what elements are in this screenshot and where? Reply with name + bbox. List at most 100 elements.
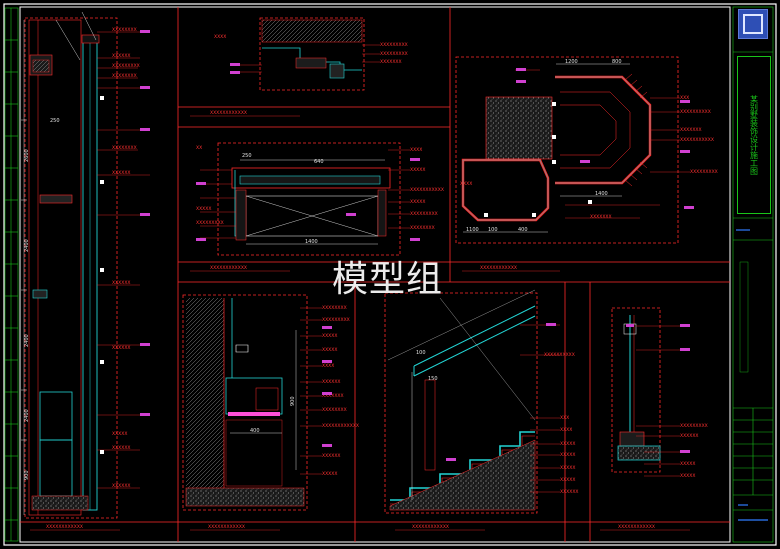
svg-text:XXXXXXXX: XXXXXXXX [322,407,347,413]
dim-plan-3: 1400 [305,239,318,245]
firm-logo [738,9,768,39]
dim-left-6: 900 [24,470,30,480]
outer-frame [3,3,777,546]
svg-text:XXXXXX: XXXXXX [322,453,341,459]
svg-text:XXXXX: XXXXX [410,167,425,173]
svg-text:XXXXXX: XXXXXX [112,445,131,451]
svg-text:XXXXX: XXXXX [560,452,575,458]
svg-text:XXXXXX: XXXXXX [112,345,131,351]
svg-text:XX: XX [196,145,202,151]
svg-text:XXXXXXXX: XXXXXXXX [410,225,435,231]
dim-st-2: 150 [428,376,438,382]
svg-text:XXXXX: XXXXX [560,477,575,483]
logo-mark [743,14,763,34]
center-plan: 250 640 1400 XXXXXXXXX XXXXXXXXXXXXXXXX … [196,142,444,256]
svg-text:XXXXXXXXX: XXXXXXXXX [380,51,408,57]
dim-left-3: 2400 [24,239,30,252]
dim-rp-5: 800 [612,59,622,65]
dim-plan-2: 640 [314,159,324,165]
svg-text:XXXXXXXXXXXX: XXXXXXXXXXXX [412,524,449,530]
svg-text:XXXXXXX: XXXXXXX [322,393,344,399]
svg-text:XXXXXX: XXXXXX [112,170,131,176]
svg-text:XXXXX: XXXXX [680,473,695,479]
svg-text:XXXXXXX: XXXXXXX [590,214,612,220]
svg-text:XXXXXXXXX: XXXXXXXXX [112,63,140,69]
dim-rp-4: 1200 [565,59,578,65]
svg-text:XXXXX: XXXXX [322,333,337,339]
inner-frame [19,6,731,543]
svg-text:XXXXXXXXXXXX: XXXXXXXXXXXX [46,524,83,530]
vertical-note-box [739,261,749,373]
dim-plan-1: 250 [242,153,252,159]
svg-text:XXXXXXXXXXXX: XXXXXXXXXXXX [618,524,655,530]
dim-rp-6: 1400 [595,191,608,197]
dim-left-1: 250 [50,118,60,124]
svg-text:XXXXX: XXXXX [196,206,211,212]
svg-text:XXXXXXXXXXXX: XXXXXXXXXXXX [480,265,517,271]
partitions [20,7,730,542]
svg-text:XXXXXX: XXXXXX [560,489,579,495]
project-title: 某别墅装饰设计施工图 [749,95,759,175]
svg-text:XXXXXXXXXXXX: XXXXXXXXXXXX [208,524,245,530]
svg-text:XXXXX: XXXXX [322,347,337,353]
svg-text:XXXXXXXXX: XXXXXXXXX [322,317,350,323]
svg-text:XXXXXXXXX: XXXXXXXXX [680,423,708,429]
svg-text:XXXX: XXXX [410,147,422,153]
dim-left-5: 2400 [24,409,30,422]
dim-rp-2: 100 [488,227,498,233]
svg-text:XXXX: XXXX [214,34,226,40]
svg-text:XXXXXXXXXXX: XXXXXXXXXXX [680,137,714,143]
dim-rp-1: 1100 [466,227,479,233]
binding-strip [4,7,19,542]
svg-text:XXXXX: XXXXX [322,471,337,477]
svg-text:XXXXX: XXXXX [112,431,127,437]
svg-text:XXXXXXXX: XXXXXXXX [322,305,347,311]
svg-text:XXXXXXXXXXXX: XXXXXXXXXXXX [210,265,247,271]
top-right-plan: 1100 100 400 1200 800 1400 XXXXXXXXXXXXX… [455,56,718,244]
svg-text:XXXXXX: XXXXXX [680,433,699,439]
svg-text:XXXXXX: XXXXXX [112,483,131,489]
svg-text:XXXXXXX: XXXXXXX [380,59,402,65]
svg-text:XXXXX: XXXXX [680,461,695,467]
svg-text:XXXXX: XXXXX [560,465,575,471]
svg-text:XXXX: XXXX [560,427,572,433]
svg-text:XXXXX: XXXXX [560,441,575,447]
svg-text:XXX: XXX [560,415,569,421]
svg-text:XXXXXX: XXXXXX [112,280,131,286]
svg-text:XXXXXXXXX: XXXXXXXXX [196,220,224,226]
dim-left-2: 2600 [24,149,30,162]
svg-text:XXXXXXXXXXX: XXXXXXXXXXX [410,187,444,193]
svg-text:XXXXXXXX: XXXXXXXX [112,27,137,33]
svg-text:XXXXXXXXX: XXXXXXXXX [380,42,408,48]
svg-text:XXXXXXXXXX: XXXXXXXXXX [544,352,575,358]
dim-left-4: 2400 [24,334,30,347]
svg-text:XXXXXXXXX: XXXXXXXXX [690,169,718,175]
svg-text:XXXX: XXXX [322,363,334,369]
dim-rp-3: 400 [518,227,528,233]
svg-text:XXXXXXXX: XXXXXXXX [112,145,137,151]
title-block-grid [732,6,774,543]
title-block-ticks [736,229,768,521]
svg-text:XXXXXXXXXXXX: XXXXXXXXXXXX [322,423,359,429]
watermark: 模型组 [332,259,444,300]
svg-text:XXXXXXXX: XXXXXXXX [112,73,137,79]
dim-bc-2: 900 [290,396,296,406]
svg-text:XXXXXXXXXX: XXXXXXXXXX [680,109,711,115]
svg-text:XXXXXXX: XXXXXXX [680,127,702,133]
svg-text:XXXXXX: XXXXXX [322,379,341,385]
svg-text:XXXX: XXXX [460,181,472,187]
svg-text:XXXXXXXXX: XXXXXXXXX [410,211,438,217]
svg-text:XXXXXX: XXXXXX [112,53,131,59]
dim-bc-1: 400 [250,428,260,434]
title-block-project-box: 某别墅装饰设计施工图 [737,56,771,214]
svg-text:XXXXX: XXXXX [410,199,425,205]
dim-st-1: 100 [416,350,426,356]
svg-text:XXXXXXXXXXXX: XXXXXXXXXXXX [210,110,247,116]
